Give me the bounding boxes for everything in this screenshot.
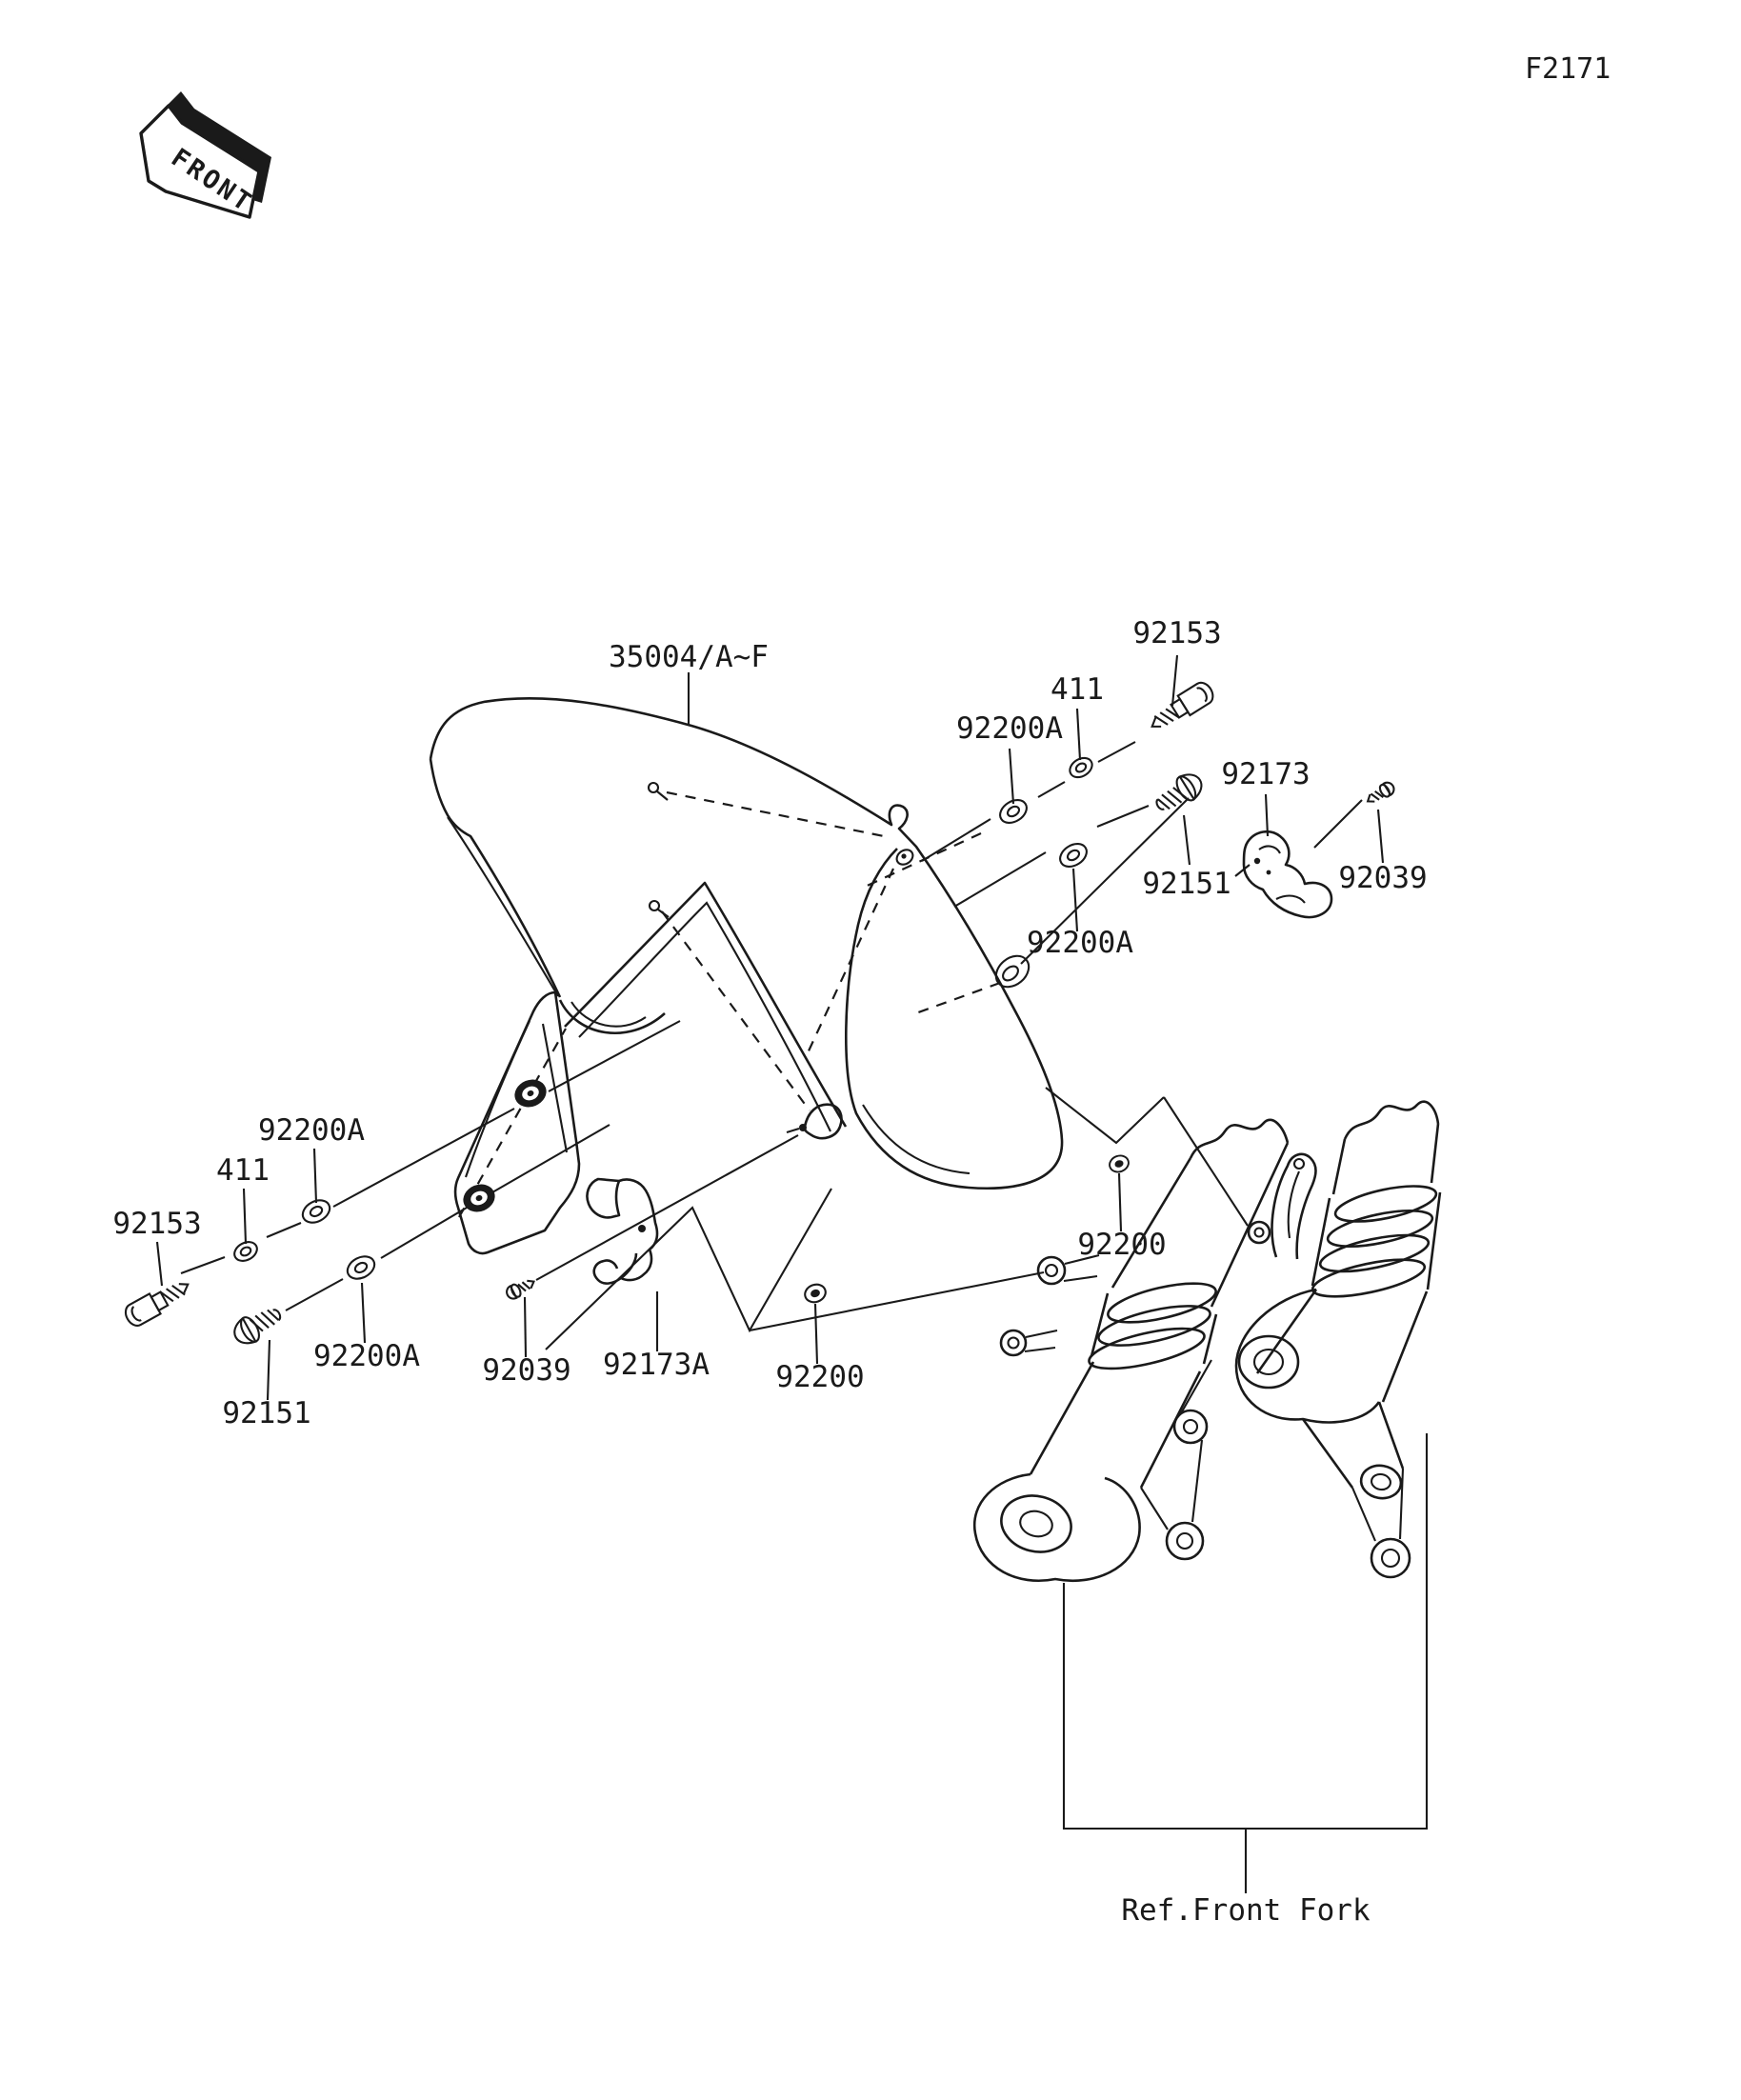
fender-grommet-upper	[510, 1074, 551, 1112]
callout-92200-center: 92200	[775, 1360, 864, 1394]
callout-labels: 35004/A~F 92153 411 92200A 92173 92151 9…	[112, 616, 1427, 1928]
callout-92153-left: 92153	[112, 1207, 201, 1241]
callout-92151-right: 92151	[1142, 867, 1231, 901]
hidden-fastener-axes	[661, 790, 1001, 1111]
callout-92200A-right-1: 92200A	[956, 711, 1063, 746]
screw-92151-left	[228, 1300, 287, 1350]
fastener-hardware	[121, 678, 1398, 1350]
callout-92039-left: 92039	[482, 1353, 570, 1388]
front-direction-arrow: FRONT	[139, 91, 271, 219]
washer-92200A-left-inner	[342, 1250, 380, 1285]
fork-leg-left	[972, 1118, 1290, 1583]
bracket-hidden-axis	[458, 1028, 567, 1218]
washer-92200A-upper-right-inner	[1054, 838, 1092, 872]
collar-411-upper-right	[1065, 752, 1097, 783]
front-arrow-face	[139, 104, 261, 219]
bolt-92153-upper-right	[1144, 678, 1218, 737]
callout-92151-left: 92151	[222, 1396, 310, 1430]
hook-clamp-92173A	[586, 1177, 659, 1285]
callout-92200-right: 92200	[1077, 1228, 1166, 1262]
callout-92173A: 92173A	[603, 1348, 710, 1382]
hidden-stud-lower	[648, 899, 661, 912]
callout-92200A-left-1: 92200A	[258, 1113, 365, 1148]
callout-35004: 35004/A~F	[609, 640, 769, 674]
fender-center-boss	[803, 1103, 843, 1140]
callout-92153-right: 92153	[1132, 616, 1221, 650]
fender-notch-boss	[895, 849, 914, 866]
callout-92200A-left-2: 92200A	[313, 1339, 420, 1373]
screw-92039-left	[503, 1274, 538, 1303]
callout-411-right: 411	[1051, 672, 1104, 707]
nut-92200-center	[801, 1280, 830, 1307]
callout-411-left: 411	[216, 1153, 270, 1188]
fender-grommet-lower	[458, 1179, 500, 1217]
front-fork-reference-drawing	[972, 1100, 1442, 1893]
nut-92200-right	[1106, 1151, 1132, 1176]
ref-front-fork-label: Ref.Front Fork	[1121, 1893, 1371, 1928]
callout-92173: 92173	[1221, 757, 1310, 791]
callout-92200A-right-2: 92200A	[1027, 926, 1133, 960]
fork-leg-right	[1234, 1100, 1442, 1579]
screw-92151-upper-right	[1150, 767, 1209, 819]
front-fender-drawing	[429, 697, 1064, 1255]
exploded-axis-lines	[180, 741, 1249, 1350]
ref-bracket	[1062, 1433, 1429, 1830]
callout-leader-lines	[155, 654, 1385, 1401]
hidden-stud-upper	[647, 781, 660, 794]
callout-92039-right: 92039	[1338, 861, 1427, 895]
bolt-92153-left	[121, 1273, 195, 1330]
clamp-92173	[1242, 830, 1333, 919]
figure-code: F2171	[1525, 52, 1611, 86]
screw-92039-upper-right	[1363, 779, 1398, 809]
